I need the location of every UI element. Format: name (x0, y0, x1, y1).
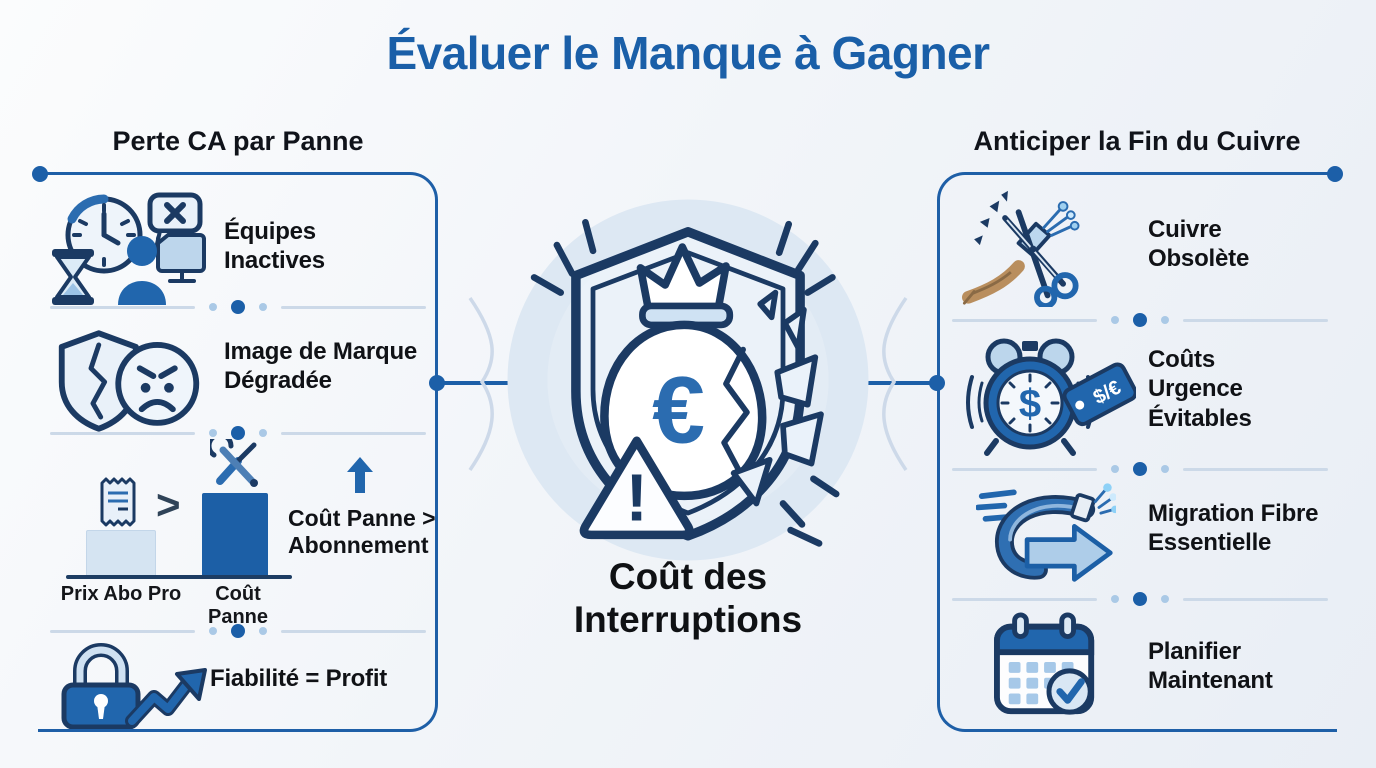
right-brace-decoration (882, 297, 908, 471)
divider-dot (231, 426, 245, 440)
dollar-symbol: $ (1019, 382, 1041, 426)
divider-line (952, 467, 1097, 471)
item-label: Cuivre Obsolète (1148, 216, 1250, 273)
calendar-check-icon (993, 612, 1095, 715)
section-divider (952, 312, 1328, 328)
section-divider (50, 299, 426, 315)
divider-line (50, 629, 195, 633)
bar-cout-panne (202, 493, 268, 575)
divider-line (281, 431, 426, 435)
divider-dot (209, 303, 217, 311)
item-label: Migration Fibre Essentielle (1148, 500, 1319, 557)
divider-line (1183, 467, 1328, 471)
panel-connector-dot (32, 166, 48, 182)
lock-growth-icon (61, 643, 207, 729)
right-panel-title: Anticiper la Fin du Cuivre (973, 126, 1301, 156)
divider-line (1183, 597, 1328, 601)
divider-dot (259, 627, 267, 635)
divider-dot (1111, 465, 1119, 473)
chart-axis (66, 575, 292, 579)
divider-line (1183, 318, 1328, 322)
item-label: Coûts Urgence Évitables (1148, 346, 1252, 432)
section-divider (952, 591, 1328, 607)
right-connector-line (868, 381, 934, 385)
arrow-up-icon (347, 457, 373, 493)
left-panel-title: Perte CA par Panne (112, 126, 364, 156)
greater-than-symbol: > (156, 481, 181, 528)
divider-line (281, 305, 426, 309)
divider-dot (209, 627, 217, 635)
divider-dot (1133, 313, 1147, 327)
divider-line (952, 597, 1097, 601)
divider-dot (1161, 465, 1169, 473)
divider-dot (231, 624, 245, 638)
broken-shield-money-icon: € ! (507, 199, 869, 561)
urgent-cost-icon: $ $/€ (966, 338, 1136, 456)
left-panel: Équipes Inactives Image de Marque Dégrad… (38, 172, 438, 732)
cost-comparison-chart: > Prix Abo Pro Coût Panne Coût Panne > A… (38, 437, 438, 628)
euro-symbol: € (652, 358, 705, 464)
item-label: Image de Marque Dégradée (224, 338, 418, 395)
idle-teams-icon (52, 192, 206, 305)
divider-dot (259, 303, 267, 311)
bar-prix-abo (86, 530, 156, 577)
divider-line (50, 305, 195, 309)
right-panel: Cuivre Obsolète (937, 172, 1337, 732)
divider-line (281, 629, 426, 633)
damaged-brand-icon (58, 330, 200, 432)
divider-dot (1161, 595, 1169, 603)
divider-dot (1111, 316, 1119, 324)
bar-label: Coût Panne (207, 583, 269, 628)
item-label: Fiabilité = Profit (210, 665, 388, 692)
left-brace-decoration (468, 297, 494, 471)
divider-dot (209, 429, 217, 437)
right-link-dot (929, 375, 945, 391)
fiber-migration-icon (976, 483, 1116, 582)
left-connector-line (442, 381, 508, 385)
section-divider (50, 425, 426, 441)
divider-line (952, 318, 1097, 322)
item-label: Planifier Maintenant (1148, 638, 1273, 695)
receipt-icon (100, 477, 136, 527)
section-divider (50, 623, 426, 639)
divider-dot (1133, 592, 1147, 606)
chart-annotation: Coût Panne > Abonnement (288, 505, 436, 559)
warning-exclamation: ! (626, 462, 648, 536)
item-label: Équipes Inactives (224, 218, 325, 275)
panel-connector-dot (1327, 166, 1343, 182)
divider-dot (1133, 462, 1147, 476)
section-divider (952, 461, 1328, 477)
divider-dot (1111, 595, 1119, 603)
center-label: Coût des Interruptions (573, 556, 803, 640)
divider-dot (259, 429, 267, 437)
divider-dot (231, 300, 245, 314)
divider-dot (1161, 316, 1169, 324)
copper-cut-icon (962, 190, 1080, 307)
page-title: Évaluer le Manque à Gagner (386, 27, 990, 79)
bar-label: Prix Abo Pro (60, 583, 182, 605)
divider-line (50, 431, 195, 435)
left-link-dot (429, 375, 445, 391)
repair-tools-icon (210, 439, 258, 487)
